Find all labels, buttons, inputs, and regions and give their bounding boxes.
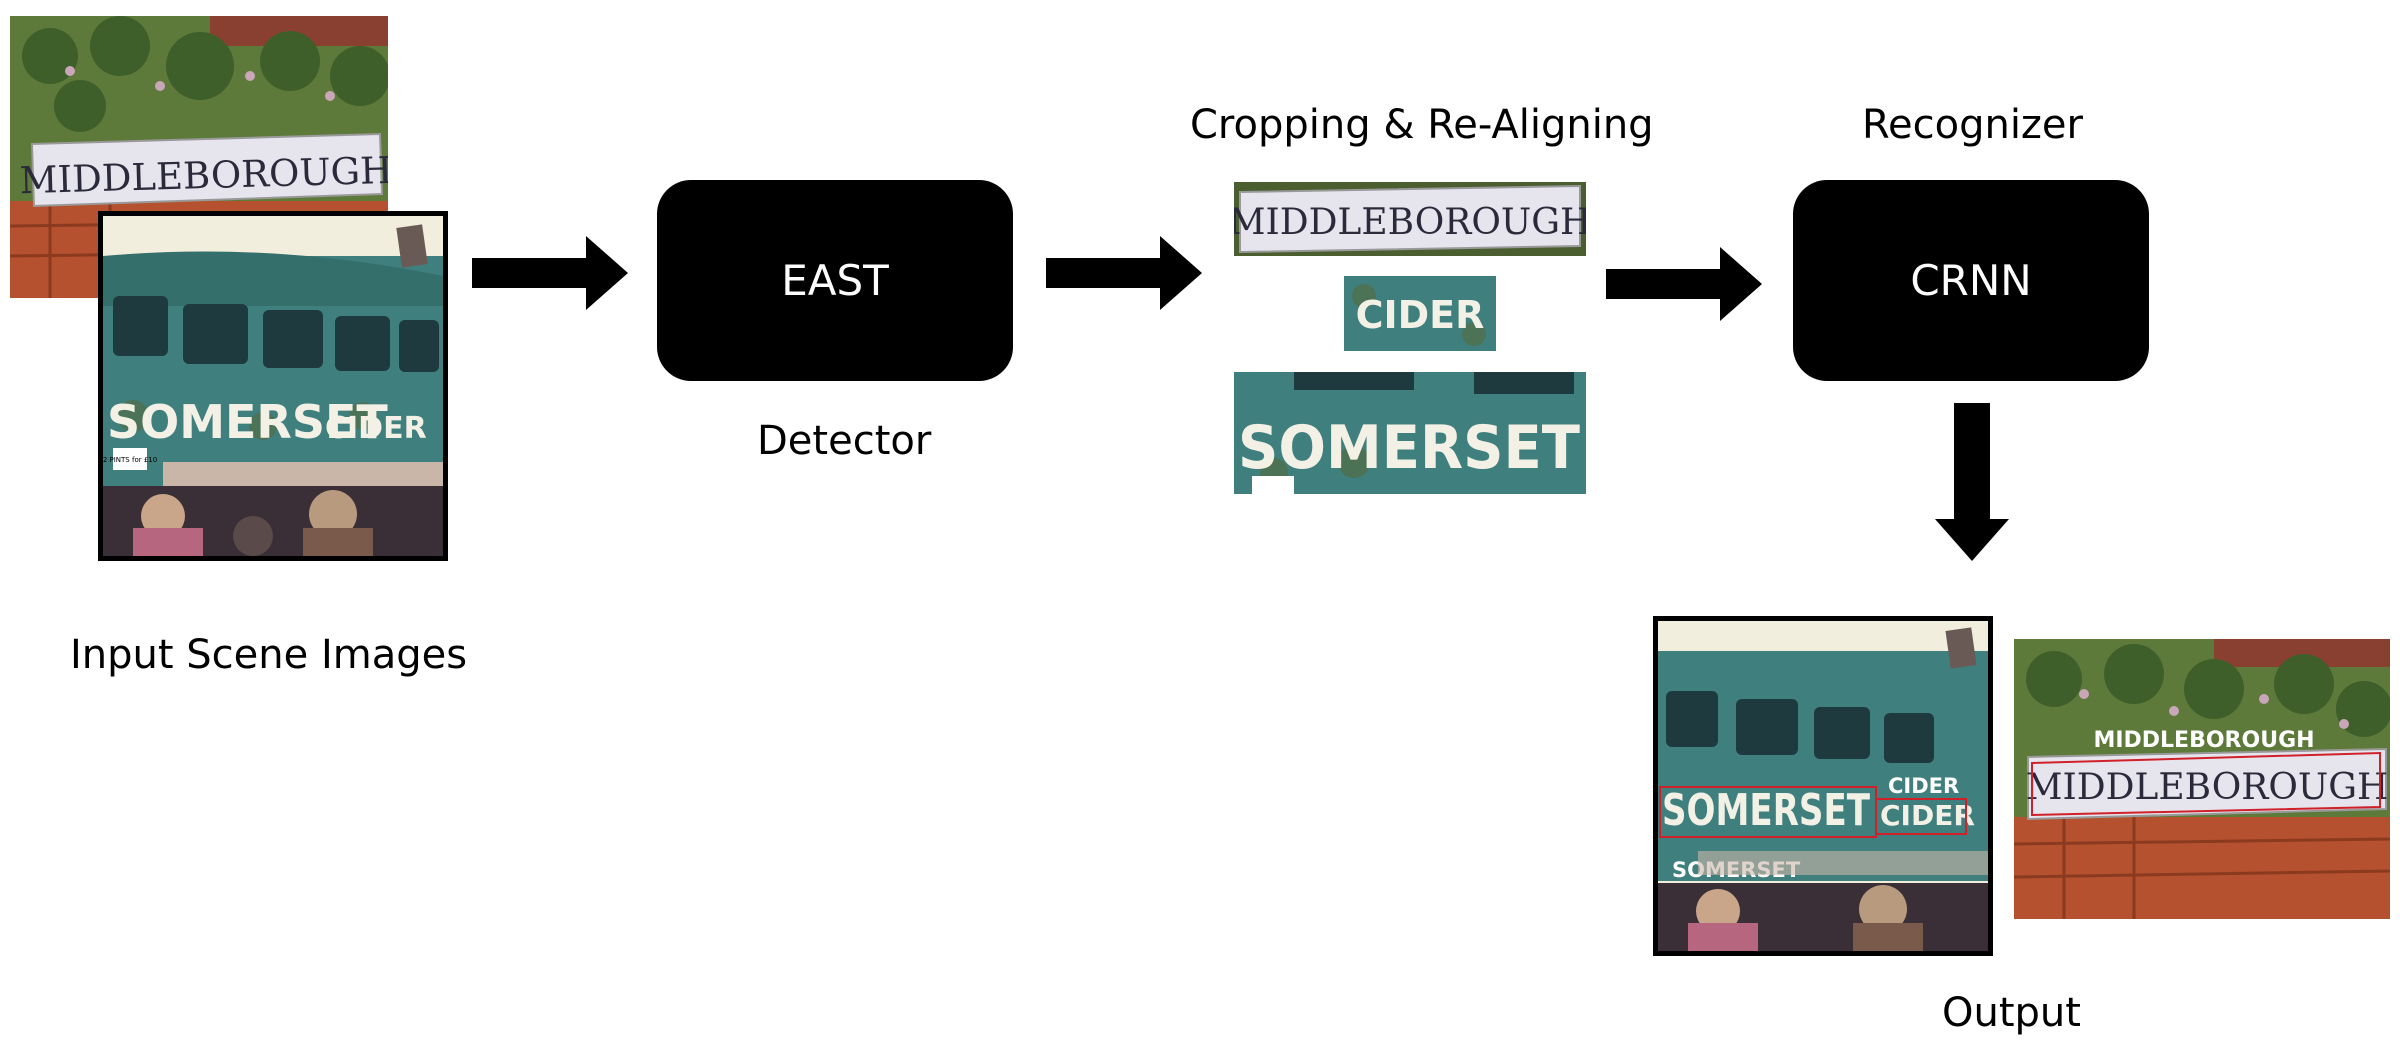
crop-label: Cropping & Re-Aligning: [1190, 102, 1654, 148]
arrow-detector-to-crops: [1046, 236, 1202, 310]
crop-text-sign: MIDDLEBOROUGH: [1234, 202, 1586, 243]
output-bus-photo: SOMERSET CIDER CIDER SOMERSET: [1653, 616, 1993, 956]
arrow-recognizer-to-output: [1935, 403, 2009, 561]
output-sign-photo: MIDDLEBOROUGH MIDDLEBOROUGH: [2014, 639, 2390, 919]
crop-text-somerset: SOMERSET: [1238, 413, 1580, 483]
recognizer-block-label: CRNN: [1910, 256, 2032, 305]
output-bus-text-1: SOMERSET: [1662, 785, 1870, 836]
detection-box-sign: [2031, 751, 2381, 817]
recognizer-label: Recognizer: [1862, 102, 2083, 148]
output-label-sign: MIDDLEBOROUGH: [2093, 728, 2314, 753]
input-bus-text-2: CIDER: [325, 411, 427, 446]
input-sign-text: MIDDLEBOROUGH: [19, 149, 388, 202]
detector-label: Detector: [757, 418, 932, 464]
output-bus-text-2: CIDER: [1880, 799, 1975, 832]
output-label: Output: [1942, 990, 2081, 1036]
recognizer-block: CRNN: [1793, 180, 2149, 381]
detector-block: EAST: [657, 180, 1013, 381]
detector-block-label: EAST: [781, 256, 889, 305]
crop-image-somerset: SOMERSET: [1234, 372, 1586, 494]
crop-image-sign: MIDDLEBOROUGH: [1234, 182, 1586, 256]
output-label-cider: CIDER: [1888, 774, 1959, 798]
arrow-input-to-detector: [472, 236, 628, 310]
output-sign-text: MIDDLEBOROUGH: [2026, 767, 2389, 808]
input-price-tag: 2 PINTS for £10: [103, 456, 157, 464]
crop-text-cider: CIDER: [1356, 293, 1485, 337]
input-label: Input Scene Images: [70, 632, 468, 678]
arrow-crops-to-recognizer: [1606, 247, 1762, 321]
crop-image-cider: CIDER: [1344, 276, 1496, 351]
input-bus-text-1: SOMERSET: [107, 395, 388, 449]
detection-box-cider: [1875, 798, 1967, 835]
input-bus-photo: SOMERSET CIDER 2 PINTS for £10: [98, 211, 448, 561]
